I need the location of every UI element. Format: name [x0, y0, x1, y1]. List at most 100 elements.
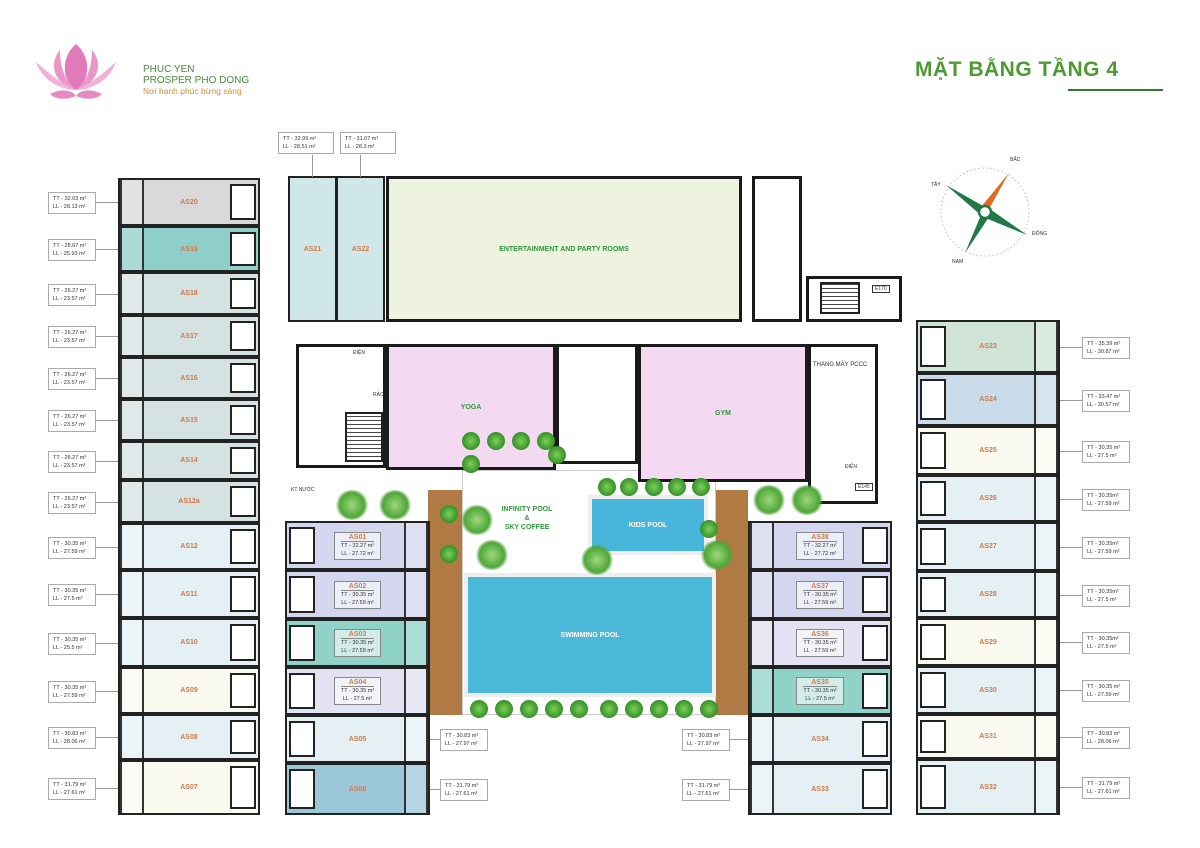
unit-as24[interactable]: AS24: [916, 373, 1060, 426]
unit-area-tt: TT - 32.27 m²: [803, 542, 837, 549]
unit-as10[interactable]: AS10: [118, 618, 260, 667]
unit-as11[interactable]: AS11: [118, 570, 260, 618]
unit-as06[interactable]: AS06: [285, 763, 430, 815]
balcony: [404, 572, 428, 617]
gym-room: GYM: [638, 344, 808, 482]
unit-as30[interactable]: AS30: [916, 666, 1060, 714]
unit-as22[interactable]: AS22: [336, 176, 385, 322]
unit-area-ll: LL - 23.57 m²: [53, 380, 86, 386]
compass-icon: [940, 167, 1030, 257]
unit-as15[interactable]: AS15: [118, 399, 260, 441]
unit-as32[interactable]: AS32: [916, 759, 1060, 815]
unit-as14[interactable]: AS14: [118, 441, 260, 480]
unit-as34[interactable]: AS34: [748, 715, 892, 763]
unit-area-ll: LL - 27.61 m²: [687, 791, 720, 797]
unit-as25[interactable]: AS25: [916, 426, 1060, 475]
unit-as12[interactable]: AS12: [118, 523, 260, 570]
tree-icon: [462, 432, 480, 450]
unit-as07[interactable]: AS07: [118, 760, 260, 815]
central-restrooms: [556, 344, 638, 464]
unit-as20[interactable]: AS20: [118, 178, 260, 226]
unit-area-ll: LL - 27.59 m²: [803, 648, 837, 654]
logo-line2: PROSPER PHO DONG: [143, 75, 250, 86]
tree-icon: [487, 432, 505, 450]
balcony: [120, 572, 144, 616]
unit-name: AS08: [180, 733, 198, 741]
unit-as16[interactable]: AS16: [118, 357, 260, 399]
leader-line: [430, 789, 440, 790]
unit-area-tt: TT - 30.35 m²: [1087, 444, 1121, 451]
unit-as27[interactable]: AS27: [916, 522, 1060, 571]
unit-area-tt: TT - 26.27 m²: [53, 372, 87, 378]
leader-line: [1060, 546, 1082, 548]
balcony: [120, 401, 144, 439]
unit-name: AS09: [180, 687, 198, 694]
e170-label: E170: [872, 285, 890, 293]
leader-line: [96, 737, 118, 738]
unit-as18[interactable]: AS18: [118, 272, 260, 315]
unit-name: AS21: [303, 245, 322, 253]
unit-area-ll: LL - 27.59 m²: [341, 648, 374, 654]
balcony: [120, 317, 144, 355]
balcony: [120, 274, 144, 313]
unit-area-tt: TT - 26.27 m²: [53, 454, 87, 461]
unit-as12a[interactable]: AS12a: [118, 480, 260, 523]
balcony: [404, 717, 428, 761]
tree-icon: [548, 446, 566, 464]
unit-area-ll: LL - 27.72 m²: [341, 550, 374, 557]
unit-as21[interactable]: AS21: [288, 176, 337, 322]
unit-as19[interactable]: AS19: [118, 226, 260, 272]
unit-name: AS33: [811, 785, 829, 793]
unit-name: AS31: [979, 733, 997, 740]
leader-line: [96, 378, 118, 379]
balcony: [1034, 477, 1058, 520]
unit-area-ll: LL - 27.59 m²: [53, 548, 86, 555]
unit-area-tt: TT - 30.35 m²: [1087, 684, 1121, 690]
unit-as31[interactable]: AS31: [916, 714, 1060, 759]
unit-as26[interactable]: AS26: [916, 475, 1060, 522]
tree-icon: [692, 478, 710, 496]
tree-icon: [440, 505, 458, 523]
unit-name: AS17: [180, 332, 198, 340]
unit-area-tt: TT - 30.35m²: [1087, 492, 1119, 499]
unit-area-tt: TT - 30.83 m²: [53, 731, 87, 737]
logo-text: PHUC YEN PROSPER PHO DONG Nơi hạnh phúc …: [143, 64, 249, 97]
unit-area-ll: LL - 25.93 m²: [53, 251, 86, 257]
leader-line: [96, 642, 118, 644]
unit-as17[interactable]: AS17: [118, 315, 260, 357]
unit-as23[interactable]: AS23: [916, 320, 1060, 373]
balcony: [120, 669, 144, 712]
unit-area-ll: LL - 23.57 m²: [53, 422, 86, 428]
balcony: [120, 359, 144, 397]
unit-area-ll: LL - 27.61 m²: [1087, 789, 1120, 795]
bathroom: [230, 624, 256, 661]
logo-line1: PHUC YEN: [143, 64, 195, 75]
unit-name: AS24: [979, 396, 997, 403]
unit-as28[interactable]: AS28: [916, 571, 1060, 618]
balcony: [404, 669, 428, 713]
bathroom: [230, 447, 256, 474]
unit-as09[interactable]: AS09: [118, 667, 260, 714]
unit-as08[interactable]: AS08: [118, 714, 260, 760]
balcony: [120, 762, 144, 813]
unit-as05[interactable]: AS05: [285, 715, 430, 763]
unit-as29[interactable]: AS29: [916, 618, 1060, 666]
right-core: [808, 344, 878, 504]
unit-as33[interactable]: AS33: [748, 763, 892, 815]
leader-line: [1060, 450, 1082, 452]
